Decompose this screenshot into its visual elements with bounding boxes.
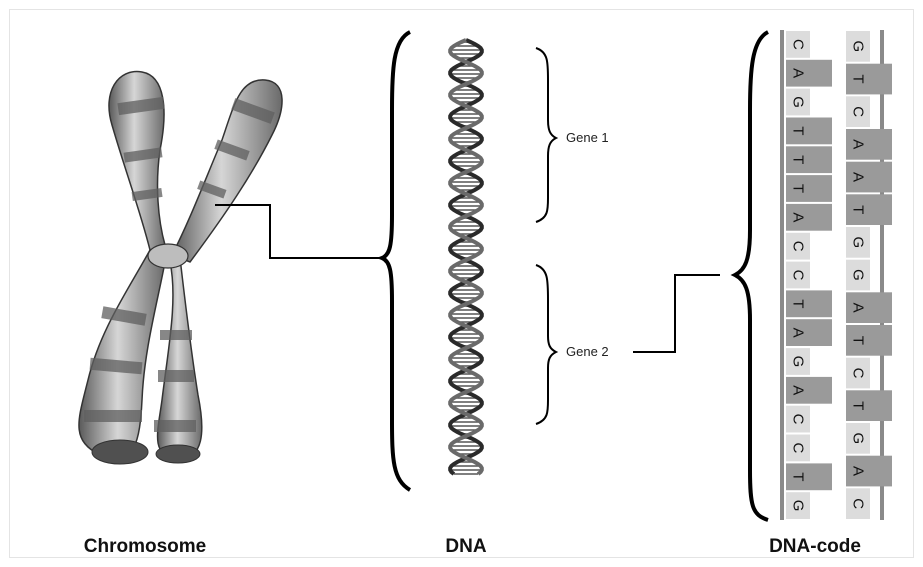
left-base-letter: C <box>790 241 807 252</box>
left-base-letter: A <box>790 385 807 395</box>
right-base-letter: C <box>850 368 867 379</box>
left-base-letter: G <box>790 500 807 512</box>
left-base-letter: G <box>790 356 807 368</box>
chromosome-title: Chromosome <box>84 536 206 558</box>
sequence-backbone <box>880 30 884 520</box>
right-base-letter: G <box>849 236 866 248</box>
dna-code-title: DNA-code <box>769 536 861 558</box>
chromosome-illustration <box>79 72 282 464</box>
right-base-letter: A <box>849 139 866 149</box>
right-base-letter: T <box>850 74 867 83</box>
right-base-letter: G <box>850 269 867 281</box>
right-base-letter: G <box>849 432 866 444</box>
gene2-label: Gene 2 <box>566 344 609 359</box>
left-base-letter: A <box>790 212 807 222</box>
left-base-letter: C <box>790 270 807 281</box>
gene2-connector-line <box>633 275 720 352</box>
chromosome-connector-line <box>215 205 385 258</box>
sequence-backbone <box>780 30 784 520</box>
dna-code-brace <box>735 32 768 520</box>
right-base-letter: A <box>850 303 867 313</box>
right-base-letter: A <box>850 466 867 476</box>
right-base-letter: C <box>850 498 867 509</box>
left-base-letter: C <box>789 442 806 453</box>
left-base-letter: T <box>790 126 807 135</box>
left-base-letter: T <box>790 472 807 481</box>
right-base-letter: T <box>850 401 867 410</box>
right-base-letter: A <box>850 172 867 182</box>
gene2-brace <box>536 265 556 424</box>
dna-brace <box>382 32 410 490</box>
gene1-label: Gene 1 <box>566 130 609 145</box>
left-base-letter: G <box>790 96 807 108</box>
left-base-letter: T <box>789 155 806 164</box>
right-base-letter: G <box>849 40 866 52</box>
gene1-brace <box>536 48 556 222</box>
left-base-letter: C <box>789 39 806 50</box>
left-base-letter: C <box>789 414 806 425</box>
left-base-letter: A <box>789 68 806 78</box>
right-base-letter: C <box>850 106 867 117</box>
left-base-letter: A <box>789 328 806 338</box>
dna-code-sequence: C A G T T T A C C T A G A C C T G G T C A A T G G A T C T G A C <box>780 30 892 520</box>
dna-helix <box>450 40 482 474</box>
right-base-letter: T <box>849 336 866 345</box>
left-base-letter: T <box>789 184 806 193</box>
right-base-letter: T <box>850 205 867 214</box>
dna-title: DNA <box>445 536 486 558</box>
left-base-letter: T <box>789 299 806 308</box>
